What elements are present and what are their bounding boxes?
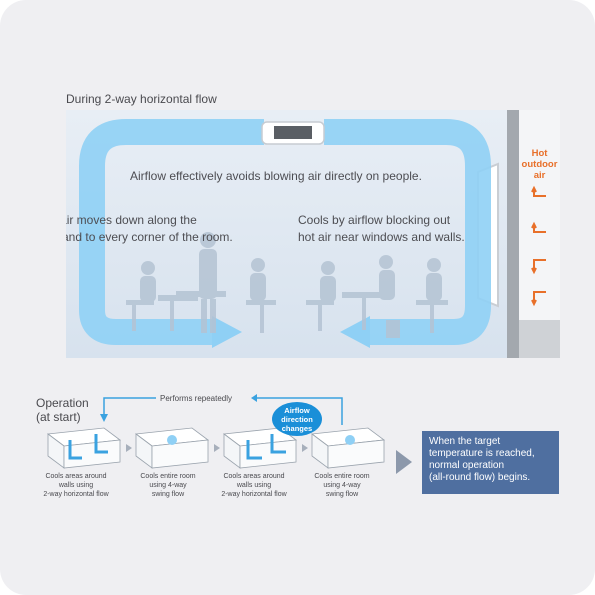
- room-caption-right-line2: hot air near windows and walls.: [298, 230, 465, 244]
- diagram-title: During 2-way horizontal flow: [66, 92, 217, 106]
- step-caption-1: Cools areas around walls using 2-way hor…: [26, 472, 126, 499]
- hot-outdoor-air-label: Hot outdoor air: [519, 148, 560, 181]
- step-caption-3: Cools areas around walls using 2-way hor…: [204, 472, 304, 499]
- step-box-4: [310, 427, 386, 469]
- outer-wall: [507, 110, 519, 358]
- room-caption-right-line1: Cools by airflow blocking out: [298, 213, 451, 227]
- step4-line2: using 4-way: [323, 482, 361, 489]
- badge-line2: direction: [281, 414, 313, 424]
- repeat-bracket: [103, 397, 343, 425]
- step3-line2: walls using: [236, 482, 272, 489]
- step-box-1: [46, 427, 122, 469]
- airflow-left: [79, 119, 264, 345]
- hot-air-line1: Hot: [531, 148, 548, 159]
- step-box-2: [134, 427, 210, 469]
- step2-line3: swing flow: [151, 491, 185, 498]
- operation-label: Operation (at start): [36, 396, 89, 424]
- repeat-arrowhead-top: [251, 394, 257, 402]
- room-caption-center: Airflow effectively avoids blowing air d…: [130, 169, 422, 183]
- repeat-label: Performs repeatedly: [160, 394, 233, 403]
- step2-line2: using 4-way: [149, 482, 187, 489]
- hot-air-line2: outdoor: [521, 159, 558, 170]
- step1-line2: walls using: [58, 482, 94, 489]
- step3-line1: Cools areas around: [223, 473, 285, 480]
- step3-line3: 2-way horizontal flow: [221, 491, 287, 498]
- room-illustration: Airflow effectively avoids blowing air d…: [66, 110, 560, 358]
- operation-line1: Operation: [36, 396, 89, 410]
- repeat-arrowhead: [100, 414, 108, 422]
- outdoor-area: [519, 110, 560, 358]
- result-box: When the target temperature is reached, …: [422, 431, 559, 494]
- operation-line2: (at start): [36, 410, 81, 424]
- step4-line1: Cools entire room: [314, 473, 370, 480]
- step4-line3: swing flow: [325, 491, 359, 498]
- step-caption-2: Cools entire room using 4-way swing flow: [118, 472, 218, 499]
- step-boxes: [46, 427, 386, 469]
- room-scene: [66, 110, 560, 358]
- office-people: [126, 232, 448, 338]
- room-caption-left-line1: Cool air moves down along the: [66, 213, 197, 227]
- step-caption-4: Cools entire room using 4-way swing flow: [292, 472, 392, 499]
- step-arrows: [126, 444, 412, 474]
- step1-line3: 2-way horizontal flow: [43, 491, 109, 498]
- step2-line1: Cools entire room: [140, 473, 196, 480]
- hot-air-arrows: [531, 185, 546, 307]
- step1-line1: Cools areas around: [45, 473, 107, 480]
- airflow-change-badge: Airflow direction changes: [272, 402, 322, 436]
- badge-line1: Airflow: [284, 405, 310, 415]
- room-caption-left-line2: walls and to every corner of the room.: [66, 230, 233, 244]
- result-line2: temperature is reached,: [429, 448, 535, 459]
- ac-grille: [274, 126, 312, 139]
- step-box-3: [222, 427, 298, 469]
- result-line3: normal operation: [429, 460, 505, 471]
- airflow-left-arrowhead: [212, 316, 242, 348]
- result-line1: When the target: [429, 436, 501, 447]
- badge-line3: changes: [281, 423, 313, 433]
- hot-air-line3: air: [533, 170, 546, 181]
- ground: [519, 320, 560, 358]
- airflow-right: [324, 119, 491, 345]
- result-line4: (all-round flow) begins.: [429, 472, 531, 483]
